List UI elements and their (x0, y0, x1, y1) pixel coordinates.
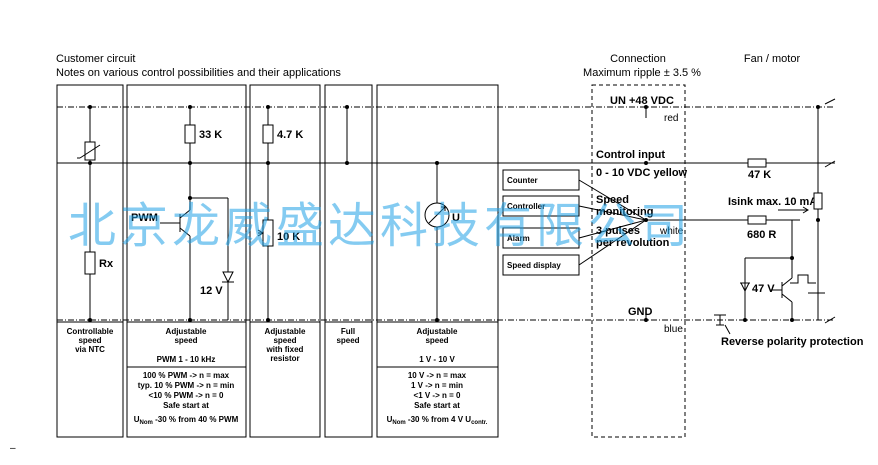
panel-full-speed (324, 84, 373, 438)
svg-text:UNom -30 % from 40 % PWM: UNom -30 % from 40 % PWM (134, 415, 239, 426)
svg-text:speed: speed (78, 336, 101, 345)
svg-text:Adjustable: Adjustable (166, 327, 207, 336)
svg-text:speed: speed (174, 336, 197, 345)
svg-text:UNom -30 % from 4 V Ucontr.: UNom -30 % from 4 V Ucontr. (387, 415, 488, 426)
svg-text:Full: Full (341, 327, 355, 336)
svg-text:Speed: Speed (596, 194, 629, 206)
panel-fixed-resistor (249, 84, 321, 438)
r33k-resistor (184, 124, 196, 144)
svg-text:PWM: PWM (131, 212, 158, 224)
customer-circuit-title: Customer circuit (56, 53, 135, 65)
svg-text:Safe start at: Safe start at (414, 401, 460, 410)
svg-text:PWM 1 - 10 kHz: PWM 1 - 10 kHz (157, 355, 216, 364)
full-speed-circuit: Full speed (336, 105, 360, 345)
svg-text:<10 % PWM -> n = 0: <10 % PWM -> n = 0 (149, 391, 224, 400)
svg-text:4.7 K: 4.7 K (277, 129, 303, 141)
svg-text:resistor: resistor (270, 354, 299, 363)
svg-text:via NTC: via NTC (75, 345, 105, 354)
svg-text:Alarm: Alarm (507, 234, 530, 243)
rails (57, 98, 836, 324)
customer-panels (56, 84, 499, 438)
svg-text:Counter: Counter (507, 176, 538, 185)
connection-box (591, 84, 686, 438)
ntc-circuit: Rx Controllable speed via NTC (67, 105, 114, 354)
svg-text:Safe start at: Safe start at (163, 401, 209, 410)
svg-text:10 V -> n = max: 10 V -> n = max (408, 371, 467, 380)
svg-text:3 pulses: 3 pulses (596, 225, 640, 237)
voltage-circuit: U Adjustable speed 1 V - 10 V 10 V -> n … (387, 161, 488, 426)
reverse-polarity-label: Reverse polarity protection (721, 336, 864, 348)
connection-subtitle: Maximum ripple ± 3.5 % (583, 67, 701, 79)
svg-text:680 R: 680 R (747, 229, 776, 241)
svg-text:monitoring: monitoring (596, 206, 653, 218)
svg-text:UN +48 VDC: UN +48 VDC (610, 95, 674, 107)
svg-text:per revolution: per revolution (596, 237, 670, 249)
svg-text:red: red (664, 113, 678, 124)
svg-text:U: U (452, 212, 460, 224)
panel-pwm (126, 84, 247, 438)
svg-text:47 K: 47 K (748, 169, 771, 181)
option-boxes: Counter Controller Alarm Speed display (502, 169, 647, 276)
svg-text:47 V: 47 V (752, 283, 775, 295)
svg-text:white: white (659, 226, 684, 237)
svg-text:Isink max. 10 mA: Isink max. 10 mA (728, 196, 817, 208)
svg-text:speed: speed (273, 336, 296, 345)
connection-lines: UN +48 VDC red Control input 0 - 10 VDC … (596, 95, 800, 335)
svg-text:Controllable: Controllable (67, 327, 114, 336)
watermark: 北京龙威盛达科技有限公司 (68, 198, 692, 254)
fan-internals: 47 K Isink max. 10 mA 680 R 47 V (714, 105, 864, 348)
rx-label: Rx (99, 258, 114, 270)
svg-text:speed: speed (336, 336, 359, 345)
svg-text:100 % PWM -> n = max: 100 % PWM -> n = max (143, 371, 230, 380)
svg-text:speed: speed (425, 336, 448, 345)
svg-text:typ. 10 % PWM -> n = min: typ. 10 % PWM -> n = min (138, 381, 235, 390)
svg-text:blue: blue (664, 324, 683, 335)
svg-text:Speed display: Speed display (507, 261, 561, 270)
svg-text:Adjustable: Adjustable (417, 327, 458, 336)
footer-mark: – (10, 443, 16, 454)
svg-text:1 V - 10 V: 1 V - 10 V (419, 355, 455, 364)
connection-title: Connection (610, 53, 666, 65)
r47k-resistor (262, 124, 274, 144)
svg-text:0 - 10 VDC yellow: 0 - 10 VDC yellow (596, 167, 688, 179)
fixed-resistor-circuit: 4.7 K 10 K Adjustable speed with fixed r… (257, 105, 306, 363)
svg-text:33 K: 33 K (199, 129, 222, 141)
svg-text:GND: GND (628, 306, 653, 318)
rx-resistor (84, 251, 96, 275)
svg-text:Control input: Control input (596, 149, 665, 161)
fan-motor-title: Fan / motor (744, 53, 801, 65)
svg-text:with fixed: with fixed (266, 345, 304, 354)
svg-text:10 K: 10 K (277, 231, 300, 243)
customer-circuit-subtitle: Notes on various control possibilities a… (56, 67, 341, 79)
svg-text:1 V -> n = min: 1 V -> n = min (411, 381, 463, 390)
r680-resistor (747, 215, 767, 225)
pwm-circuit: 33 K PWM 12 V Adjustable speed PWM 1 - 1… (131, 105, 239, 426)
r47k-fan-resistor (747, 158, 767, 168)
svg-text:<1 V -> n = 0: <1 V -> n = 0 (414, 391, 461, 400)
svg-text:12 V: 12 V (200, 285, 223, 297)
svg-text:Adjustable: Adjustable (265, 327, 306, 336)
svg-text:Controller: Controller (507, 202, 545, 211)
